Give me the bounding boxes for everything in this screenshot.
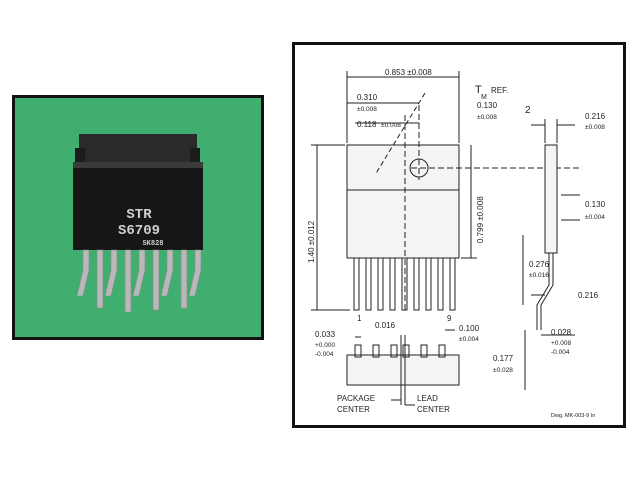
bottom-view-leads <box>354 344 446 358</box>
package-drawing: 0.853 ±0.008 T M REF. 0.310 ±0.008 0.130… <box>307 68 606 419</box>
dim-0177: 0.177 <box>493 354 514 363</box>
label-center2: CENTER <box>417 405 450 414</box>
dim-0028-tol1: +0.008 <box>551 340 571 347</box>
dim-0100-tol: ±0.004 <box>459 336 479 343</box>
dim-height: 1.40 ±0.012 <box>307 220 316 263</box>
ic-body <box>73 162 203 250</box>
label-lead: LEAD <box>417 394 438 403</box>
drawing-number: Dwg. MK-003-9 In <box>551 413 595 419</box>
pin-first: 1 <box>357 314 362 323</box>
marking-line3: SK828 <box>142 240 163 248</box>
heatsink-tab <box>79 134 197 166</box>
marking-line1: STR <box>126 207 152 223</box>
dim-0028: 0.028 <box>551 328 572 337</box>
dim-0033: 0.033 <box>315 330 336 339</box>
dim-0216b: 0.216 <box>578 291 599 300</box>
component-photo-panel: STR S6709 SK828 <box>12 95 264 340</box>
dim-0177-tol: ±0.028 <box>493 367 513 374</box>
dim-0130b-tol: ±0.004 <box>585 214 605 221</box>
ic-photo: STR S6709 SK828 <box>73 134 203 313</box>
dim-0028-tol2: -0.004 <box>551 349 570 356</box>
dim-0130a: 0.130 <box>477 101 498 110</box>
mechanical-drawing-panel: 0.853 ±0.008 T M REF. 0.310 ±0.008 0.130… <box>292 42 626 428</box>
dim-0130b: 0.130 <box>585 200 606 209</box>
dim-slot-mark: 2 <box>525 105 531 116</box>
dim-tm: T <box>475 84 482 96</box>
dim-0100: 0.100 <box>459 324 480 333</box>
label-center1: CENTER <box>337 405 370 414</box>
side-view-body <box>544 144 558 254</box>
dim-0033-tol2: -0.004 <box>315 351 334 358</box>
dim-0118: 0.118 <box>357 120 377 129</box>
dim-0016: 0.016 <box>375 321 396 330</box>
marking-line2: S6709 <box>118 223 160 239</box>
dim-0799: 0.799 ±0.008 <box>476 196 485 243</box>
pin-last: 9 <box>447 314 452 323</box>
bottom-view-body <box>346 354 460 386</box>
dim-0310: 0.310 <box>357 93 378 102</box>
dim-0276-tol: ±0.016 <box>529 272 549 279</box>
dim-0216a: 0.216 <box>585 112 606 121</box>
dim-0118-tol: ±0.008 <box>381 122 401 129</box>
dim-0033-tol1: +0.000 <box>315 342 335 349</box>
dim-ref: REF. <box>491 86 508 95</box>
dim-0276: 0.276 <box>529 260 550 269</box>
label-package: PACKAGE <box>337 394 375 403</box>
front-leads <box>353 257 456 311</box>
dim-0310-tol: ±0.008 <box>357 106 377 113</box>
dim-tm-sub: M <box>481 94 487 101</box>
dim-0130a-tol: ±0.008 <box>477 114 497 121</box>
dim-0216a-tol: ±0.008 <box>585 124 605 131</box>
dim-overall-width: 0.853 ±0.008 <box>385 68 432 77</box>
ic-leads <box>76 249 202 313</box>
